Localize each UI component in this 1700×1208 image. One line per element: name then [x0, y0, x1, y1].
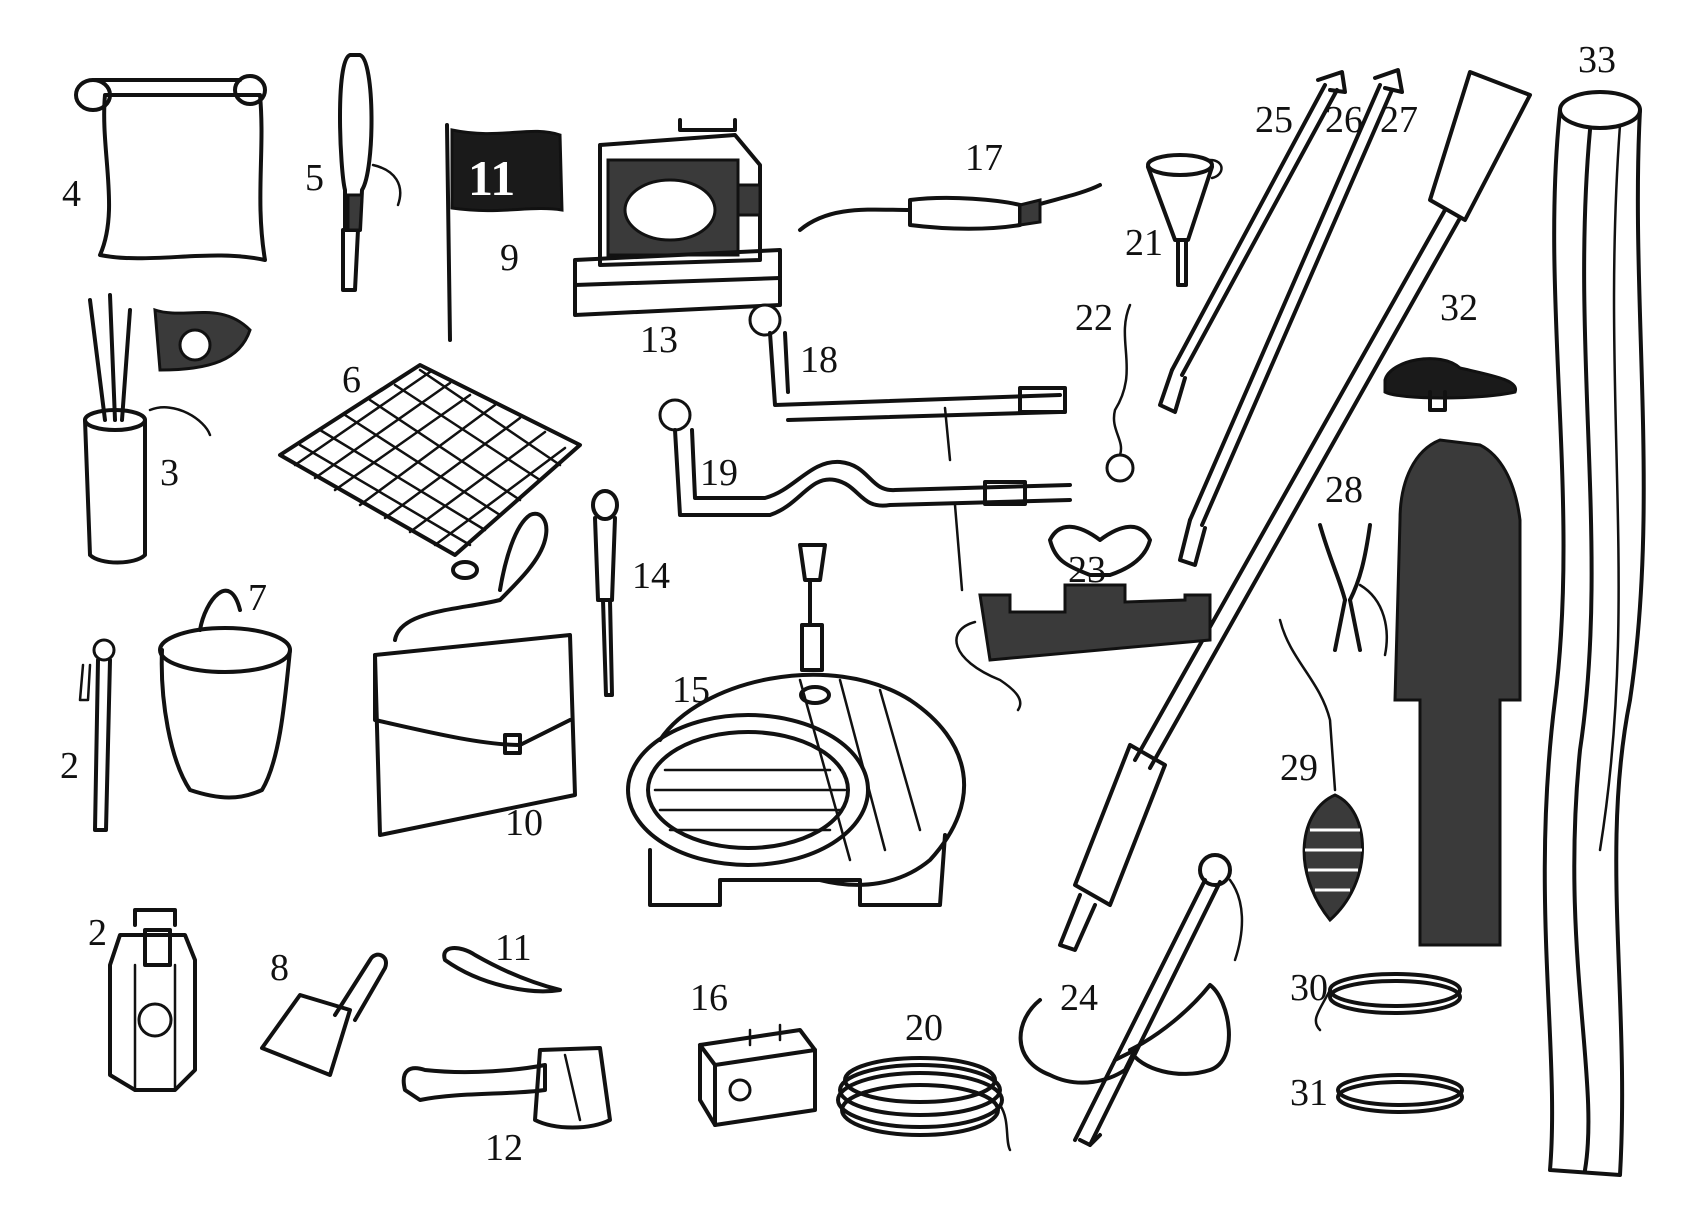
- item-17-knife: [798, 183, 1102, 232]
- item-32-oilskin: [1393, 438, 1522, 947]
- label-16: 16: [690, 977, 728, 1019]
- item-28-fork: [1318, 523, 1388, 657]
- item-14-marlinspike: [591, 489, 619, 697]
- item-22-lead-line: [1105, 303, 1135, 483]
- label-13: 13: [640, 319, 678, 361]
- label-3: 3: [160, 452, 179, 494]
- label-29: 29: [1280, 747, 1318, 789]
- label-22: 22: [1075, 297, 1113, 339]
- item-15-water-barrel: [626, 543, 966, 907]
- item-16-box: [698, 1023, 817, 1127]
- label-25: 25: [1255, 99, 1293, 141]
- label-4: 4: [62, 173, 81, 215]
- label-5: 5: [305, 157, 324, 199]
- item-6-net: [278, 363, 582, 580]
- item-29-sounding-lead: [1278, 618, 1364, 923]
- item-27-oar: [1058, 70, 1532, 952]
- item-32-hat: [1383, 357, 1517, 412]
- label-10: 10: [505, 802, 543, 844]
- item-31-cord: [1336, 1073, 1464, 1114]
- item-7-bucket: [158, 588, 292, 800]
- label-28: 28: [1325, 469, 1363, 511]
- label-32: 32: [1440, 287, 1478, 329]
- item-33-furled-canvas: [1542, 90, 1646, 1177]
- item-4-cloth-bag: [74, 74, 267, 262]
- item-2-pin: [78, 638, 116, 832]
- label-26: 26: [1325, 99, 1363, 141]
- label-21: 21: [1125, 222, 1163, 264]
- label-6: 6: [342, 359, 361, 401]
- label-18: 18: [800, 339, 838, 381]
- item-18-pump-handle: [748, 303, 1067, 462]
- item-8-bailer-scoop: [260, 952, 388, 1077]
- item-12-axe: [401, 1046, 612, 1130]
- item-2-lantern: [108, 908, 197, 1092]
- item-25-boat-hook: [1158, 70, 1347, 414]
- item-11-wedge: [442, 946, 562, 994]
- label-20: 20: [905, 1007, 943, 1049]
- item-9-flag: 11: [445, 123, 564, 342]
- label-14: 14: [632, 555, 670, 597]
- label-2-pin: 2: [60, 745, 79, 787]
- label-17: 17: [965, 137, 1003, 179]
- label-8: 8: [270, 947, 289, 989]
- label-15: 15: [672, 669, 710, 711]
- label-31: 31: [1290, 1072, 1328, 1114]
- label-33: 33: [1578, 39, 1616, 81]
- item-26-boat-hook: [1178, 68, 1404, 567]
- label-27: 27: [1380, 99, 1418, 141]
- svg-text:11: 11: [468, 150, 515, 206]
- label-7: 7: [248, 577, 267, 619]
- label-19: 19: [700, 452, 738, 494]
- item-21-funnel: [1146, 153, 1223, 287]
- item-20-rope-coil: [836, 1056, 1012, 1152]
- item-5-canister: [338, 53, 402, 292]
- item-23-rowlock: [955, 524, 1212, 712]
- item-24-anchor: [1018, 853, 1244, 1147]
- label-23: 23: [1068, 549, 1106, 591]
- item-19-crank: [658, 398, 1072, 592]
- item-10-satchel: [373, 511, 577, 837]
- label-9: 9: [500, 237, 519, 279]
- item-30-cord: [1314, 972, 1462, 1032]
- label-24: 24: [1060, 977, 1098, 1019]
- label-11: 11: [495, 927, 532, 969]
- item-3-flag-quiver: [83, 293, 252, 565]
- item-13-compass-box: [573, 118, 782, 317]
- label-30: 30: [1290, 967, 1328, 1009]
- label-12: 12: [485, 1127, 523, 1169]
- label-2-lantern: 2: [88, 912, 107, 954]
